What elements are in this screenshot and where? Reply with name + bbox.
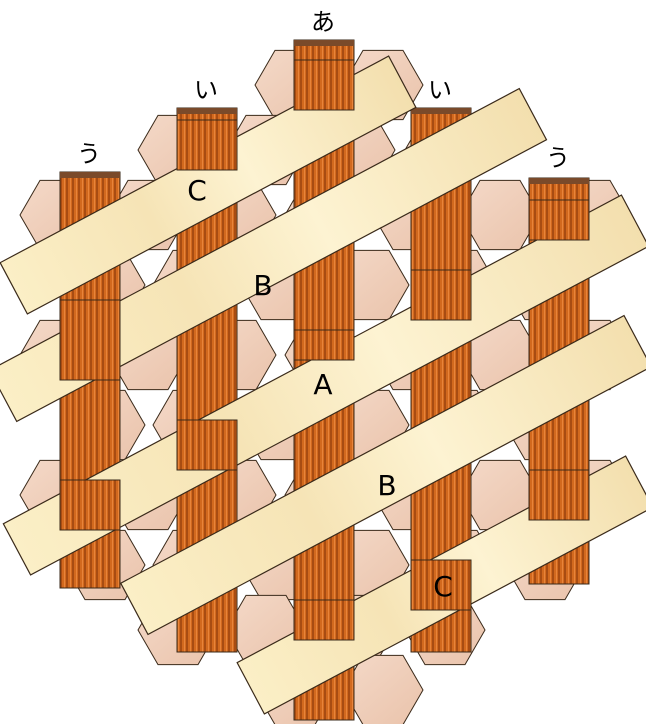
vertical-over-segment [176, 419, 238, 471]
diagonal-strip [0, 87, 548, 423]
vertical-strip-labels: う い あ い う [77, 8, 570, 172]
diagonal-strip-labels: C B A B C [187, 174, 453, 603]
vertical-over-segment [293, 59, 355, 111]
diagonal-label-3: A [313, 368, 332, 401]
weave-over-segments [59, 59, 590, 641]
vertical-label-2: い [194, 76, 218, 104]
vertical-strip-cap [60, 172, 120, 178]
vertical-strip-cap [529, 178, 589, 184]
vertical-over-segment [410, 269, 472, 321]
diagonal-label-4: B [377, 469, 396, 502]
vertical-label-1: う [77, 140, 101, 168]
vertical-over-segment [410, 559, 472, 611]
vertical-over-segment [293, 329, 355, 361]
diagonal-label-2: B [253, 269, 272, 302]
vertical-strip-cap [294, 40, 354, 46]
vertical-label-4: い [428, 76, 452, 104]
vertical-strip-cap [411, 108, 471, 114]
vertical-over-segment [59, 479, 121, 531]
vertical-over-segment [176, 119, 238, 171]
vertical-label-5: う [546, 144, 570, 172]
vertical-over-segment [59, 299, 121, 381]
vertical-label-3: あ [311, 8, 335, 36]
diagonal-label-5: C [433, 570, 453, 603]
diagonal-strip [119, 314, 646, 636]
vertical-over-segment [528, 469, 590, 521]
vertical-strip-cap [177, 108, 237, 114]
diagonal-label-1: C [187, 174, 207, 207]
vertical-over-segment [293, 599, 355, 641]
hex-tile [459, 179, 541, 251]
vertical-over-segment [528, 199, 590, 241]
